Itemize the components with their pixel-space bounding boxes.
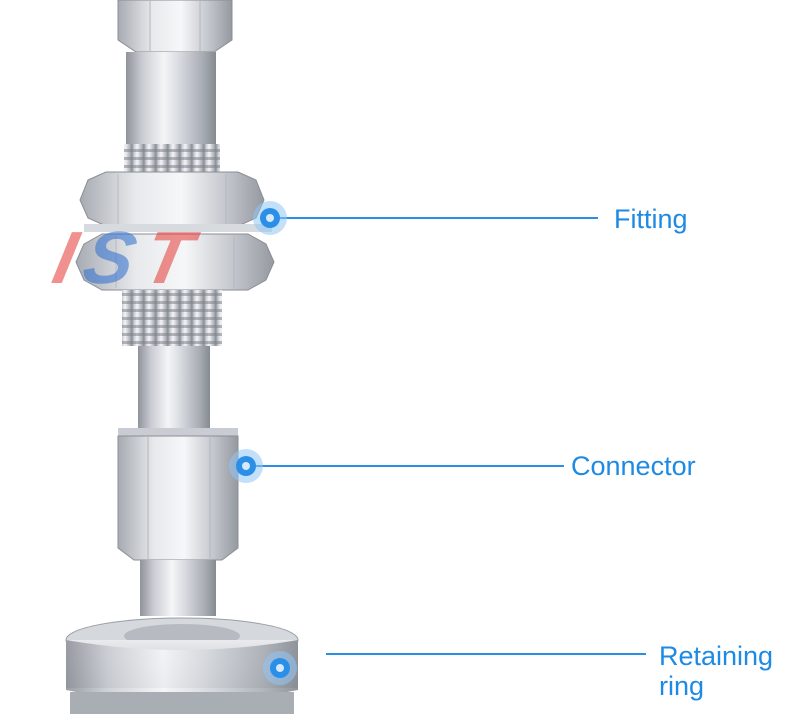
callout-label-fitting: Fitting xyxy=(614,204,688,234)
connector-body xyxy=(117,428,239,561)
top-hex-nut xyxy=(117,0,233,53)
callout-dot-icon xyxy=(263,651,297,685)
callout-dot-icon xyxy=(229,449,263,483)
callout-dot-icon xyxy=(253,201,287,235)
lower-thread xyxy=(122,290,222,346)
retaining-ring-part xyxy=(65,617,299,714)
lower-neck xyxy=(140,560,216,616)
fitting-nuts xyxy=(75,171,275,291)
callout-label-retaining-ring: Retaining ring xyxy=(659,641,774,701)
upper-shaft xyxy=(126,52,216,144)
ist-watermark: I S T xyxy=(46,216,204,299)
middle-shaft xyxy=(138,346,210,428)
callout-label-connector: Connector xyxy=(571,451,696,481)
